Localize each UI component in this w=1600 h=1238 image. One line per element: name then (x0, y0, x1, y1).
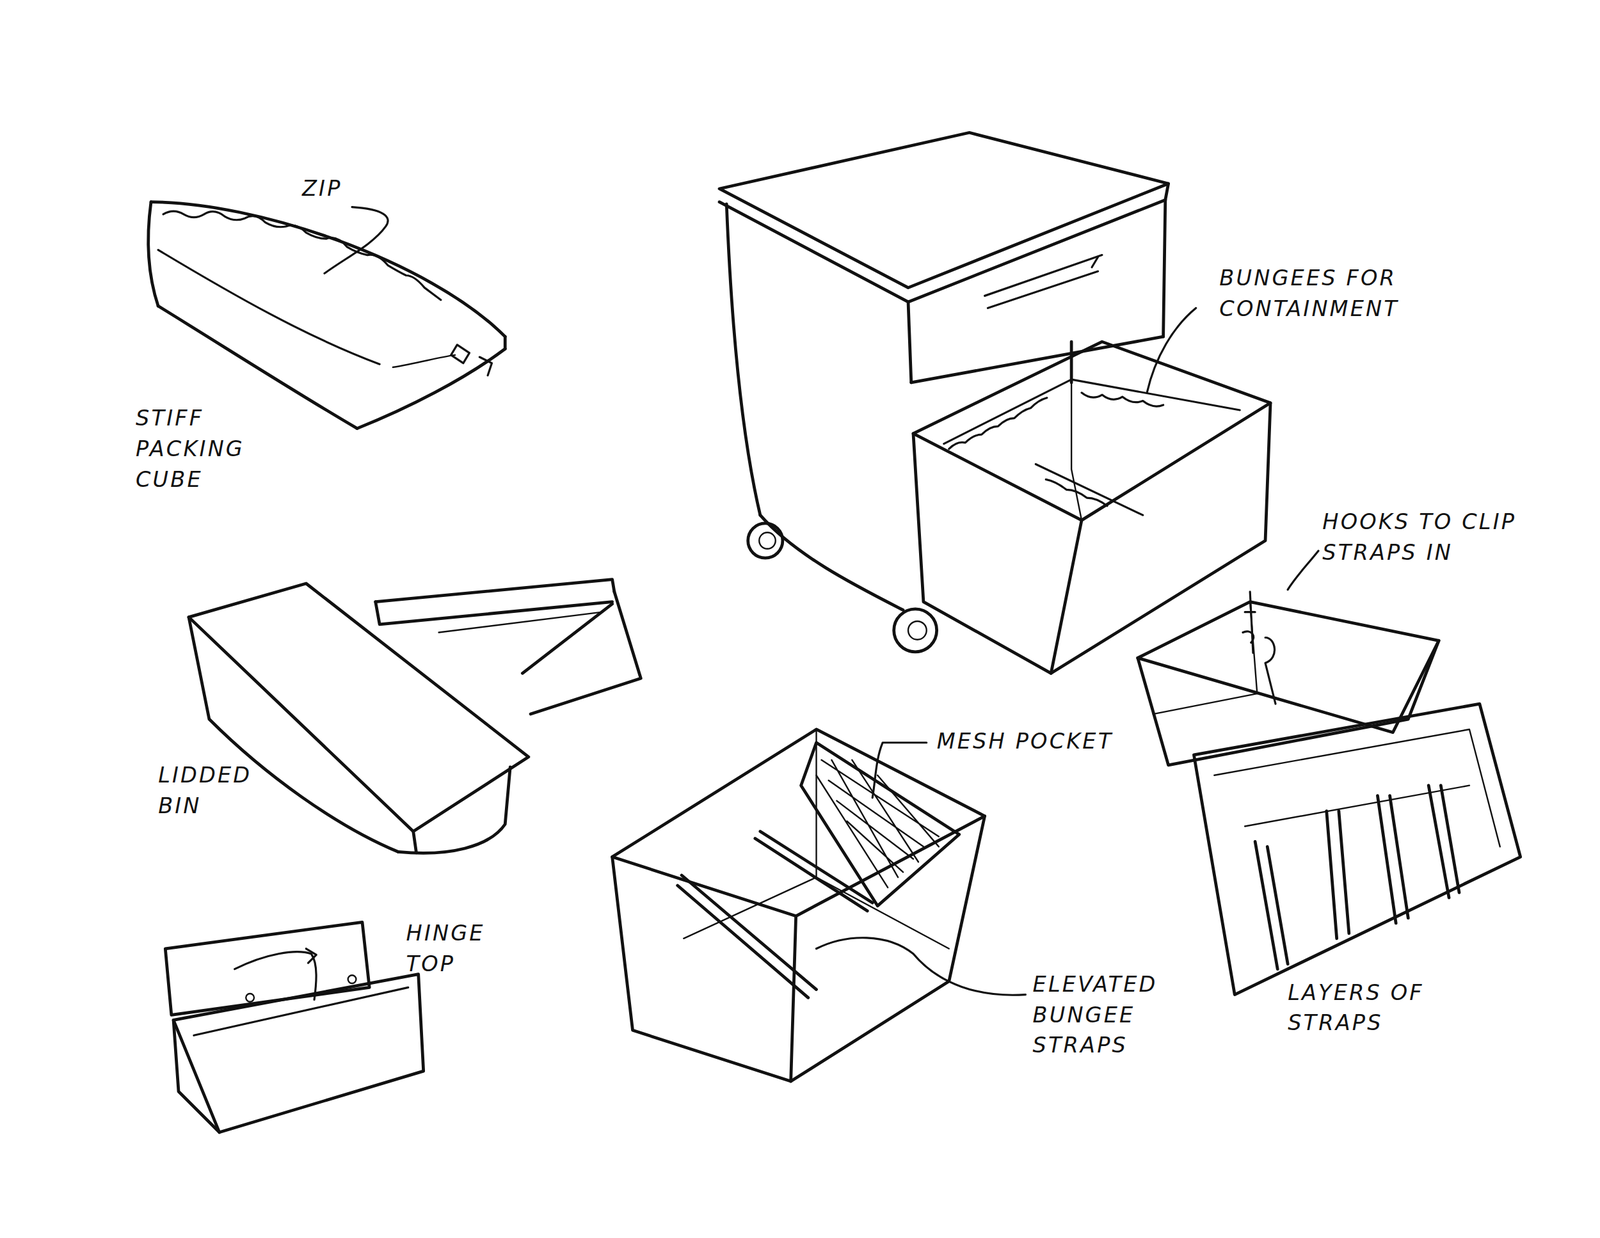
annotation-label: HINGE TOP (406, 918, 519, 980)
leader-line (324, 207, 388, 274)
annotation-label: LIDDED BIN (158, 760, 301, 822)
strap-box-sketch (1193, 704, 1520, 995)
annotation-label: LAYERS OF STRAPS (1287, 977, 1467, 1039)
annotation-label: STIFF PACKING CUBE (135, 403, 264, 495)
annotation-label: HOOKS TO CLIP STRAPS IN (1322, 506, 1542, 569)
rolling-cabinet-sketch (719, 132, 1271, 674)
mesh-pocket-box-sketch (612, 729, 985, 1082)
annotation-label: BUNGEES FOR CONTAINMENT (1219, 263, 1414, 325)
packing-cube-sketch (148, 202, 505, 429)
annotation-label: ZIP (302, 173, 384, 205)
leader-line (816, 938, 1026, 996)
annotation-label: ELEVATED BUNGEE STRAPS (1032, 969, 1181, 1062)
leader-line (872, 743, 927, 799)
lidded-bin-sketch (188, 579, 641, 854)
annotation-label: MESH POCKET (936, 726, 1193, 758)
leader-line (1146, 308, 1197, 393)
leader-line (1287, 551, 1319, 591)
hinge-box-sketch (165, 922, 424, 1133)
